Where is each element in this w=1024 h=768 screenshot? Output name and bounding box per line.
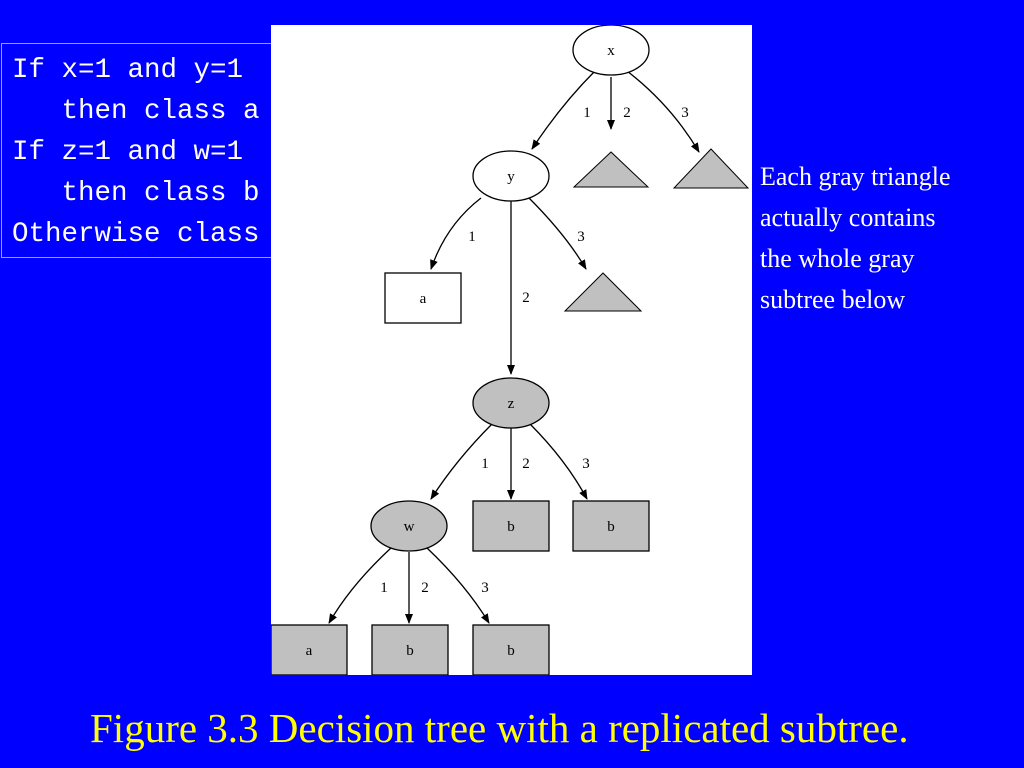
- edge-label-x-2: 2: [623, 105, 631, 121]
- collapsed-subtree-triangle: [572, 151, 650, 188]
- edge-label-x-3: 3: [681, 105, 689, 121]
- collapsed-subtree-triangle: [672, 148, 750, 189]
- rule-line: If x=1 and y=1: [12, 55, 244, 86]
- edge-z-1: [430, 423, 493, 500]
- edge-label-z-3: 3: [582, 456, 590, 472]
- decision-tree-svg: 1 2 3 1 2 3 1 2 3 1 2 3 x y a: [271, 25, 750, 675]
- edge-label-y-3: 3: [577, 229, 585, 245]
- side-note-line: subtree below: [760, 285, 906, 314]
- figure-caption: Figure 3.3 Decision tree with a replicat…: [90, 705, 909, 751]
- edge-label-x-1: 1: [583, 105, 591, 121]
- rule-line: If z=1 and w=1: [12, 137, 244, 168]
- edge-label-y-1: 1: [468, 229, 476, 245]
- rule-line: then class a: [12, 96, 260, 127]
- leaf-label: a: [420, 291, 427, 307]
- edge-z-3: [529, 423, 588, 500]
- rule-line: then class b: [12, 178, 260, 209]
- leaf-label: a: [306, 643, 313, 659]
- edge-w-3: [426, 547, 490, 624]
- node-label: z: [508, 396, 515, 412]
- leaf-label: b: [607, 519, 615, 535]
- edge-x-1: [531, 70, 596, 150]
- node-x: x: [572, 25, 650, 76]
- node-label: x: [607, 43, 615, 59]
- node-label: y: [507, 169, 515, 185]
- leaf-node-b: b: [572, 500, 650, 552]
- leaf-label: b: [406, 643, 414, 659]
- leaf-node-a: a: [271, 624, 348, 675]
- edge-label-z-2: 2: [522, 456, 530, 472]
- edge-y-3: [528, 197, 587, 270]
- leaf-node-b: b: [472, 624, 550, 675]
- side-note-line: the whole gray: [760, 244, 915, 273]
- node-y: y: [472, 150, 550, 202]
- node-label: w: [404, 519, 415, 535]
- edge-label-w-3: 3: [481, 580, 489, 596]
- decision-tree-diagram: 1 2 3 1 2 3 1 2 3 1 2 3 x y a: [271, 25, 752, 675]
- leaf-label: b: [507, 519, 515, 535]
- edge-x-3: [626, 70, 700, 153]
- leaf-node-b: b: [371, 624, 449, 675]
- leaf-label: b: [507, 643, 515, 659]
- edge-y-1: [430, 197, 482, 270]
- edge-label-y-2: 2: [522, 290, 530, 306]
- rules-text-box: If x=1 and y=1 then class a If z=1 and w…: [1, 43, 301, 258]
- side-note: Each gray triangle actually contains the…: [760, 156, 1020, 320]
- collapsed-subtree-triangle: [563, 272, 643, 312]
- leaf-node-a: a: [384, 272, 462, 324]
- edge-label-z-1: 1: [481, 456, 489, 472]
- edge-w-1: [328, 547, 392, 624]
- edge-label-w-2: 2: [421, 580, 429, 596]
- node-w: w: [370, 500, 448, 552]
- side-note-line: actually contains: [760, 203, 936, 232]
- rule-line: Otherwise class b: [12, 219, 293, 250]
- leaf-node-b: b: [472, 500, 550, 552]
- edge-label-w-1: 1: [380, 580, 388, 596]
- node-z: z: [472, 377, 550, 429]
- side-note-line: Each gray triangle: [760, 162, 951, 191]
